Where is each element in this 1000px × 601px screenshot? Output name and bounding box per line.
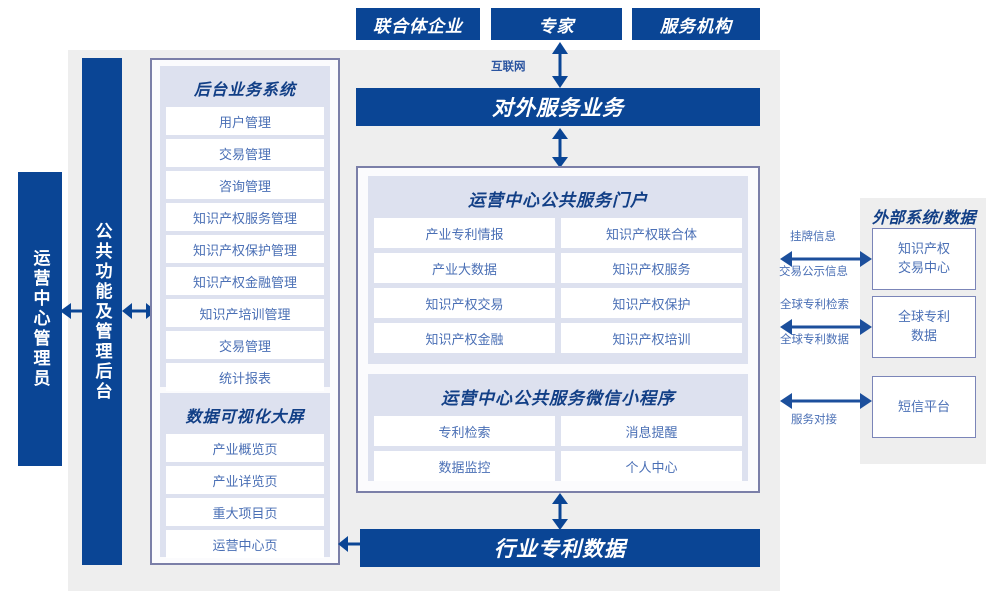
wechat-miniprogram-panel: 运营中心公共服务微信小程序 专利检索 消息提醒 数据监控 个人中心	[368, 374, 748, 481]
visualization-panel: 数据可视化大屏 产业概览页 产业详览页 重大项目页 运营中心页	[160, 393, 330, 558]
external-connector-label-above-1: 全球专利检索	[780, 299, 849, 311]
backend-system-list: 用户管理 交易管理 咨询管理 知识产权服务管理 知识产权保护管理 知识产权金融管…	[166, 107, 324, 391]
internet-label: 互联网	[491, 61, 526, 73]
industry-patent-data-bar: 行业专利数据	[360, 529, 760, 567]
external-connector-label-below-0: 交易公示信息	[779, 266, 848, 278]
backend-system-item[interactable]: 知识产权金融管理	[166, 267, 324, 295]
external-connector-label-below-2: 服务对接	[791, 414, 837, 426]
top-actor-label: 服务机构	[660, 16, 732, 36]
external-connector-arrow-icon-0	[780, 251, 872, 267]
wechat-miniprogram-item[interactable]: 专利检索	[374, 416, 555, 446]
external-system-box-0[interactable]: 知识产权交易中心	[872, 228, 976, 290]
service-to-portal-arrow-icon	[552, 128, 568, 168]
backend-system-item[interactable]: 咨询管理	[166, 171, 324, 199]
portal-to-industry-data-arrow-icon	[552, 493, 568, 530]
wechat-miniprogram-item[interactable]: 数据监控	[374, 451, 555, 481]
backend-system-panel: 后台业务系统 用户管理 交易管理 咨询管理 知识产权服务管理 知识产权保护管理 …	[160, 66, 330, 391]
public-portal-item[interactable]: 知识产权保护	[561, 288, 742, 318]
external-connector-label-below-1: 全球专利数据	[780, 334, 849, 346]
internet-arrow-icon	[552, 42, 568, 88]
public-portal-item[interactable]: 产业专利情报	[374, 218, 555, 248]
backend-system-item[interactable]: 统计报表	[166, 363, 324, 391]
external-systems-title: 外部系统/数据	[872, 210, 976, 227]
top-actor-box-2: 服务机构	[632, 8, 760, 40]
backend-system-item[interactable]: 知识产权保护管理	[166, 235, 324, 263]
external-system-box-1[interactable]: 全球专利数据	[872, 296, 976, 358]
backend-system-item[interactable]: 用户管理	[166, 107, 324, 135]
public-portal-panel: 运营中心公共服务门户 产业专利情报 知识产权联合体 产业大数据 知识产权服务 知…	[368, 176, 748, 364]
public-portal-grid: 产业专利情报 知识产权联合体 产业大数据 知识产权服务 知识产权交易 知识产权保…	[374, 218, 742, 353]
public-portal-item[interactable]: 产业大数据	[374, 253, 555, 283]
external-system-label: 知识产权交易中心	[897, 241, 950, 275]
backend-system-title: 后台业务系统	[193, 82, 296, 99]
public-portal-item[interactable]: 知识产权培训	[561, 323, 742, 353]
visualization-item[interactable]: 产业概览页	[166, 434, 324, 462]
top-actor-label: 专家	[538, 16, 575, 36]
visualization-item[interactable]: 产业详览页	[166, 466, 324, 494]
backend-system-item[interactable]: 交易管理	[166, 331, 324, 359]
public-function-column: 公共功能及管理后台	[82, 58, 122, 565]
public-portal-item[interactable]: 知识产权服务	[561, 253, 742, 283]
external-connector-arrow-icon-2	[780, 393, 872, 409]
operator-admin-label: 运营中心管理员	[30, 249, 50, 389]
public-portal-item[interactable]: 知识产权金融	[374, 323, 555, 353]
top-actor-box-0: 联合体企业	[356, 8, 480, 40]
external-connector-label-above-0: 挂牌信息	[790, 231, 836, 243]
visualization-list: 产业概览页 产业详览页 重大项目页 运营中心页	[166, 434, 324, 558]
top-actor-box-1: 专家	[491, 8, 622, 40]
external-system-box-2[interactable]: 短信平台	[872, 376, 976, 438]
wechat-miniprogram-title: 运营中心公共服务微信小程序	[441, 389, 675, 408]
visualization-item[interactable]: 重大项目页	[166, 498, 324, 526]
top-actor-label: 联合体企业	[373, 16, 463, 36]
operator-admin-column: 运营中心管理员	[18, 172, 62, 466]
visualization-title: 数据可视化大屏	[185, 409, 305, 426]
external-system-label: 短信平台	[897, 398, 950, 414]
external-service-label: 对外服务业务	[492, 97, 624, 120]
backend-system-item[interactable]: 知识产培训管理	[166, 299, 324, 327]
public-portal-item[interactable]: 知识产权联合体	[561, 218, 742, 248]
external-service-bar: 对外服务业务	[356, 88, 760, 126]
visualization-item[interactable]: 运营中心页	[166, 530, 324, 558]
wechat-miniprogram-item[interactable]: 消息提醒	[561, 416, 742, 446]
external-system-label: 全球专利数据	[897, 309, 950, 343]
public-portal-title: 运营中心公共服务门户	[468, 191, 648, 210]
backend-system-item[interactable]: 交易管理	[166, 139, 324, 167]
backend-system-item[interactable]: 知识产权服务管理	[166, 203, 324, 231]
wechat-miniprogram-grid: 专利检索 消息提醒 数据监控 个人中心	[374, 416, 742, 481]
public-portal-item[interactable]: 知识产权交易	[374, 288, 555, 318]
wechat-miniprogram-item[interactable]: 个人中心	[561, 451, 742, 481]
external-connector-arrow-icon-1	[780, 319, 872, 335]
public-function-label: 公共功能及管理后台	[92, 221, 112, 402]
industry-patent-data-label: 行业专利数据	[494, 538, 626, 561]
